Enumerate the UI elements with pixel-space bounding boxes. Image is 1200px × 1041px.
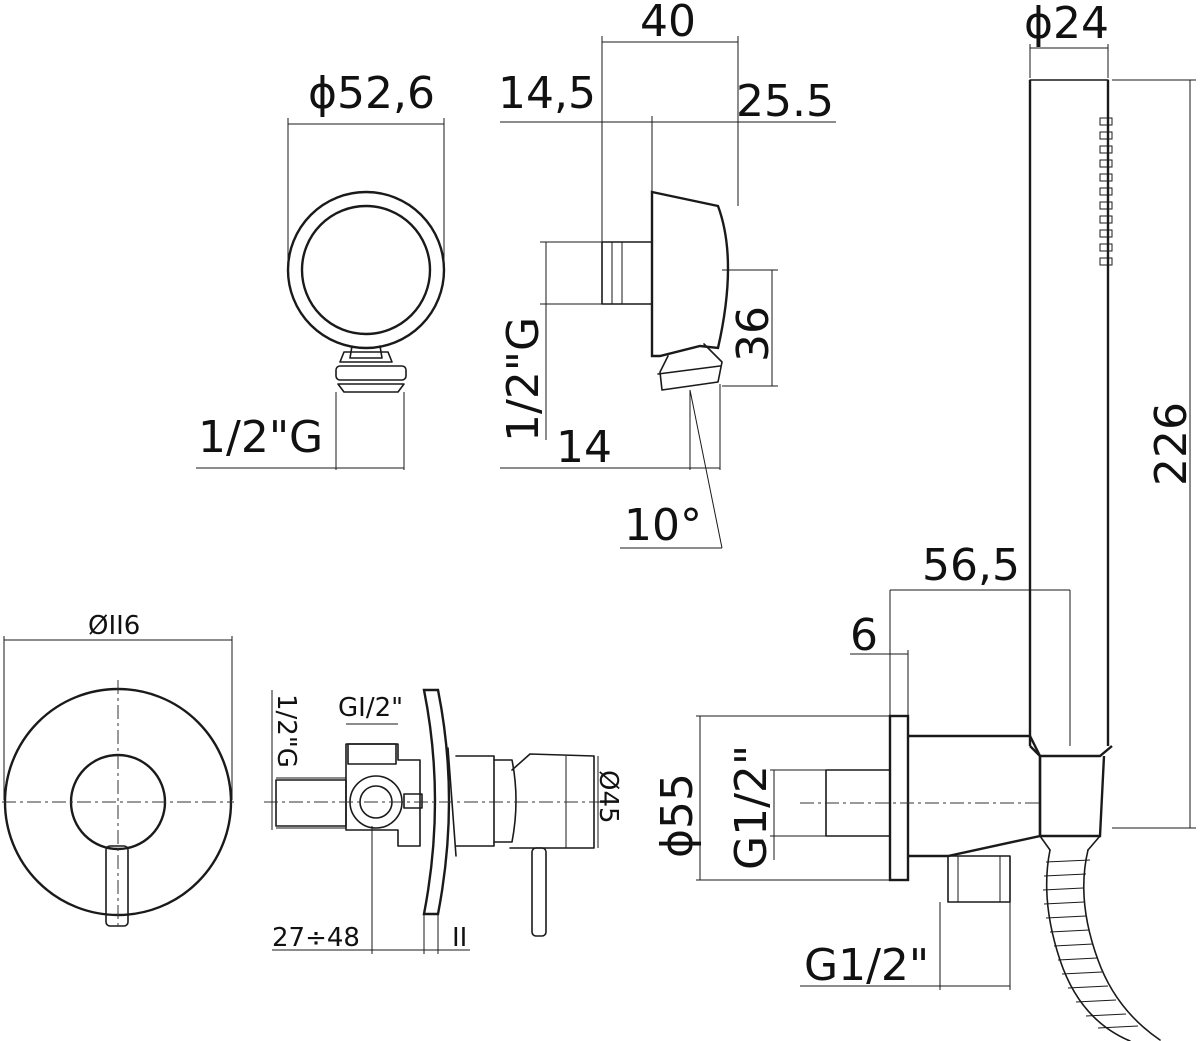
dim-mixer-inlet: GI/2" — [338, 693, 403, 723]
hand-shower-view: ϕ24 226 56,5 6 ϕ55 G1/2" G1/2" — [652, 0, 1197, 1041]
dim-shower-plate: 6 — [850, 610, 878, 661]
dim-shower-outlet: G1/2" — [804, 940, 929, 991]
dim-mixer-front-diameter: ØII6 — [88, 611, 140, 641]
dim-side-height: 36 — [728, 306, 779, 362]
dim-shower-projection: 56,5 — [922, 540, 1020, 591]
dim-side-angle: 10° — [624, 500, 702, 551]
dim-side-left: 14,5 — [498, 68, 596, 119]
dim-shower-plate-diameter: ϕ55 — [652, 773, 703, 858]
hose-ribs — [1042, 859, 1139, 1029]
dim-shower-inlet: G1/2" — [726, 745, 777, 870]
dim-side-offset: 14 — [556, 422, 612, 473]
wall-bracket-side-view: 40 14,5 25.5 36 1/2"G 14 10° — [498, 0, 836, 551]
dim-mixer-handle-diameter: Ø45 — [593, 770, 623, 824]
dim-side-total: 40 — [640, 0, 696, 47]
mixer-front-view: ØII6 — [2, 611, 234, 930]
dim-bracket-thread: 1/2"G — [198, 412, 323, 463]
dim-bracket-diameter: ϕ52,6 — [308, 68, 435, 119]
dim-mixer-plate: II — [452, 923, 467, 953]
mixer-side-view: GI/2" 1/2"G Ø45 27÷48 II — [264, 688, 623, 954]
dim-mixer-thread: 1/2"G — [271, 694, 301, 768]
spray-nozzles — [1099, 117, 1113, 266]
wall-bracket-front-view: ϕ52,6 1/2"G — [196, 68, 446, 470]
dim-shower-length: 226 — [1146, 402, 1197, 486]
dim-side-thread: 1/2"G — [498, 317, 549, 442]
dim-shower-diameter: ϕ24 — [1024, 0, 1109, 49]
dim-side-right: 25.5 — [736, 76, 834, 127]
dim-mixer-depth-range: 27÷48 — [272, 923, 360, 953]
